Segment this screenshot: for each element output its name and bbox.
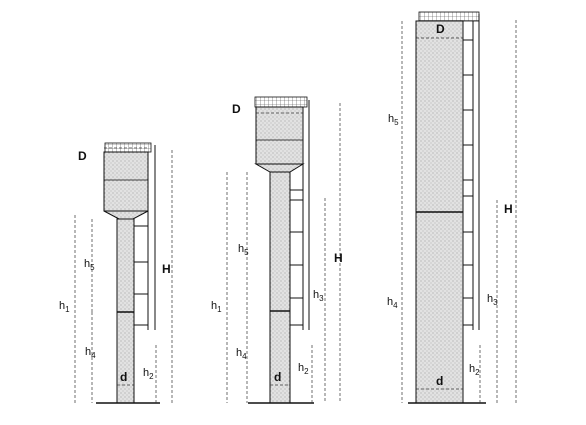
tower-3-label-h4: h4	[387, 296, 398, 310]
tower-1-label-h1: h1	[59, 300, 70, 314]
tower-3-roof	[418, 11, 480, 22]
tower-2-label-h2: h2	[298, 362, 309, 376]
tower-2-shaft	[269, 171, 291, 404]
tower-3-ladder	[463, 14, 480, 330]
tower-2-label-h3: h3	[313, 289, 324, 303]
tower-2-roof	[254, 96, 308, 108]
tower-1-tank	[103, 151, 149, 212]
tower-2-ladder	[290, 100, 310, 330]
tower-2-label-d: d	[274, 370, 281, 384]
tower-1-roof	[104, 142, 152, 153]
tower-1-label-D: D	[78, 149, 87, 163]
tower-1-label-H: H	[162, 262, 171, 276]
tower-3-label-H: H	[504, 202, 513, 216]
tower-3-upper-shaft	[415, 20, 464, 213]
tower-1-label-h2: h2	[143, 367, 154, 381]
tower-1-label-d: d	[120, 370, 127, 384]
tower-2-label-h5: h5	[238, 243, 249, 257]
tower-1: D h5 h1 h4 H h2 d	[59, 142, 173, 404]
tower-2-tank	[255, 106, 304, 165]
tower-1-cone	[103, 210, 149, 220]
tower-1-label-h4: h4	[85, 346, 96, 360]
tower-2-cone	[254, 163, 305, 173]
tower-2-label-D: D	[232, 102, 241, 116]
tower-3: D h5 h4 h3 H h2 d	[387, 11, 517, 404]
tower-3-label-d: d	[436, 374, 443, 388]
tower-2-label-h4: h4	[236, 347, 247, 361]
tower-2-label-H: H	[334, 251, 343, 265]
tower-3-label-D: D	[436, 22, 445, 36]
tower-2-label-h1: h1	[211, 300, 222, 314]
tower-1-label-h5: h5	[84, 258, 95, 272]
tower-2: D h5 h1 h4 h3 H h2 d	[211, 96, 343, 404]
tower-3-label-h2: h2	[469, 363, 480, 377]
tower-3-label-h5: h5	[388, 113, 399, 127]
tower-1-ladder	[134, 145, 156, 330]
tower-3-label-h3: h3	[487, 293, 498, 307]
